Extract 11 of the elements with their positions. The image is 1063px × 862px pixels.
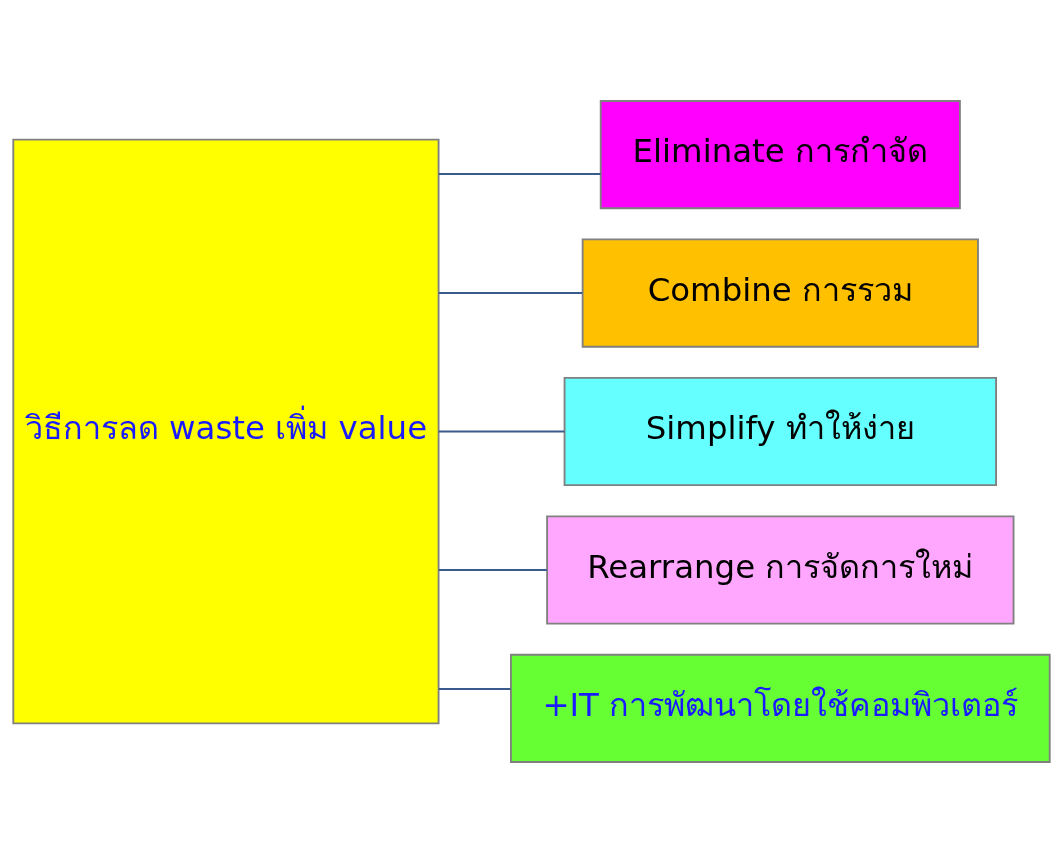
node-box: +IT การพัฒนาโดยใช้คอมพิวเตอร์ xyxy=(510,653,1051,763)
node-box: วิธีการลด waste เพิ่ม value xyxy=(12,138,440,724)
node-box: Simplify ทำให้ง่าย xyxy=(563,376,998,486)
connector xyxy=(437,172,602,175)
connector xyxy=(437,430,566,432)
connector xyxy=(437,568,548,571)
connector xyxy=(437,291,584,294)
node-box: Rearrange การจัดการใหม่ xyxy=(546,514,1015,624)
node-box: Combine การรวม xyxy=(581,238,979,348)
connector xyxy=(437,687,512,690)
node-box: Eliminate การกำจัด xyxy=(599,99,961,209)
